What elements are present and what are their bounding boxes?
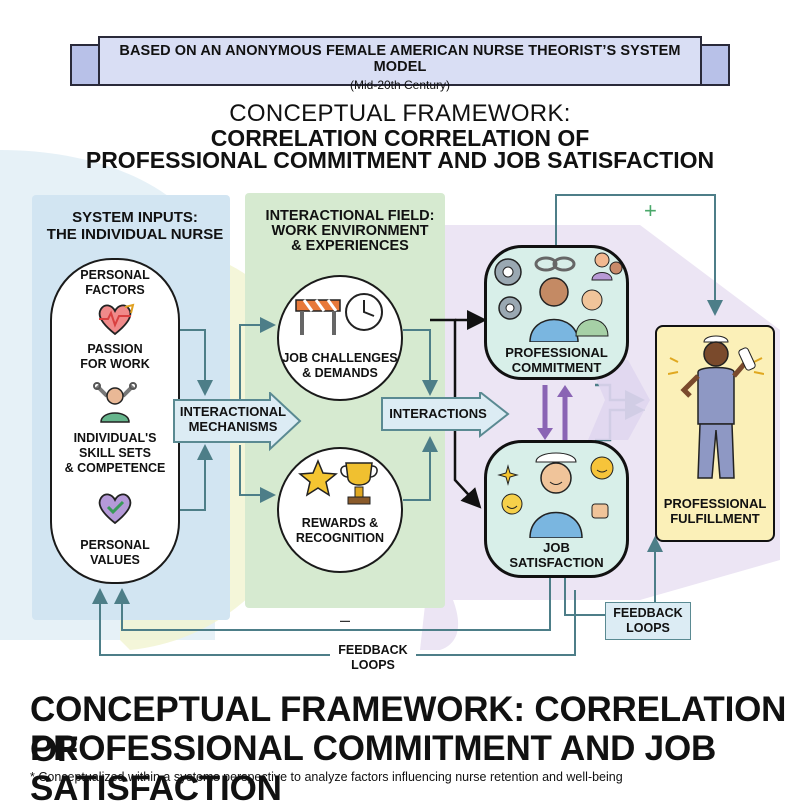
field-title-line-2: WORK ENVIRONMENT <box>271 223 429 239</box>
feedback-right-line-1: FEEDBACK <box>613 606 683 620</box>
passion-line-2: FOR WORK <box>80 357 150 371</box>
footer-title-line-2: PROFESSIONAL COMMITMENT AND JOB SATISFAC… <box>30 729 717 808</box>
field-title-line-1: INTERACTIONAL FIELD: <box>265 208 435 224</box>
mechanisms-arrow <box>173 392 302 452</box>
nurse-tools-icon <box>93 382 137 423</box>
heart-pulse-icon <box>98 303 135 336</box>
rewards-line-1: REWARDS & <box>301 516 379 530</box>
inputs-title: SYSTEM INPUTS: THE INDIVIDUAL NURSE <box>40 209 230 243</box>
feedback-loops-right: FEEDBACK LOOPS <box>605 602 691 640</box>
fulfillment-line-1: PROFESSIONAL <box>663 496 767 511</box>
commitment-line-2: COMMITMENT <box>511 360 602 375</box>
commitment-label: PROFESSIONAL COMMITMENT <box>484 345 629 375</box>
page-title-line-2: CORRELATION CORRELATION OF <box>210 125 590 151</box>
mechanisms-label: INTERACTIONAL MECHANISMS <box>178 404 288 434</box>
page-title-line-1: CONCEPTUAL FRAMEWORK: <box>229 100 571 127</box>
banner-line-1: BASED ON AN ANONYMOUS FEMALE AMERICAN NU… <box>119 43 681 75</box>
personal-factors-label: PERSONAL FACTORS <box>50 268 180 298</box>
skills-line-3: & COMPETENCE <box>64 461 166 475</box>
positive-feedback-sign: + <box>644 198 657 223</box>
personal-factors-line-2: FACTORS <box>85 283 145 297</box>
field-title-line-3: & EXPERIENCES <box>291 238 409 254</box>
feedback-right-line-2: LOOPS <box>626 621 670 635</box>
interactions-arrow <box>381 392 510 439</box>
challenges-line-1: JOB CHALLENGES <box>282 351 398 365</box>
values-line-2: VALUES <box>90 553 140 567</box>
values-line-1: PERSONAL <box>80 538 150 552</box>
personal-factors-line-1: PERSONAL <box>80 268 150 282</box>
skills-line-1: INDIVIDUAL'S <box>73 431 157 445</box>
passion-label: PASSION FOR WORK <box>50 342 180 372</box>
nurse-figure-icon <box>668 335 764 479</box>
feedback-loops-bottom: FEEDBACK LOOPS <box>330 643 416 673</box>
mechanisms-line-2: MECHANISMS <box>188 419 278 434</box>
passion-line-1: PASSION <box>87 342 143 356</box>
rewards-line-2: RECOGNITION <box>295 531 385 545</box>
inputs-title-line-1: SYSTEM INPUTS: <box>72 209 198 226</box>
mechanisms-line-1: INTERACTIONAL <box>179 404 287 419</box>
field-title: INTERACTIONAL FIELD: WORK ENVIRONMENT & … <box>250 209 450 254</box>
inputs-title-line-2: THE INDIVIDUAL NURSE <box>46 226 224 243</box>
skills-line-2: SKILL SETS <box>78 446 151 460</box>
satisfaction-line-2: SATISFACTION <box>509 555 604 570</box>
satisfaction-label: JOB SATISFACTION <box>484 540 629 570</box>
footer-title-line-1: CONCEPTUAL FRAMEWORK: CORRELATION OF <box>30 690 787 769</box>
challenges-label: JOB CHALLENGES & DEMANDS <box>277 351 403 381</box>
feedback-bottom-line-2: LOOPS <box>351 658 395 672</box>
challenges-circle <box>277 275 403 401</box>
satisfaction-line-1: JOB <box>543 540 570 555</box>
satisfaction-icon <box>497 452 614 538</box>
feedback-bottom-line-1: FEEDBACK <box>338 643 408 657</box>
interactions-label: INTERACTIONS <box>389 406 487 421</box>
challenges-line-2: & DEMANDS <box>302 366 378 380</box>
skills-label: INDIVIDUAL'S SKILL SETS & COMPETENCE <box>50 431 180 476</box>
banner-line-2: (Mid-20th Century) <box>349 78 451 92</box>
page-title-line-3: PROFESSIONAL COMMITMENT AND JOB SATISFAC… <box>85 147 715 173</box>
barrier-clock-icon <box>295 293 383 335</box>
commitment-icon <box>494 252 623 342</box>
commitment-line-1: PROFESSIONAL <box>505 345 608 360</box>
fulfillment-line-2: FULFILLMENT <box>670 511 760 526</box>
heart-check-icon <box>98 493 132 525</box>
negative-feedback-sign: – <box>340 610 351 630</box>
source-banner: BASED ON AN ANONYMOUS FEMALE AMERICAN NU… <box>98 36 702 92</box>
star-trophy-icon <box>298 459 378 505</box>
rewards-label: REWARDS & RECOGNITION <box>277 516 403 546</box>
footer-note: * Conceptualized within a systems perspe… <box>30 770 623 784</box>
fulfillment-label: PROFESSIONAL FULFILLMENT <box>655 496 775 526</box>
values-label: PERSONAL VALUES <box>50 538 180 568</box>
rewards-circle <box>277 447 403 573</box>
